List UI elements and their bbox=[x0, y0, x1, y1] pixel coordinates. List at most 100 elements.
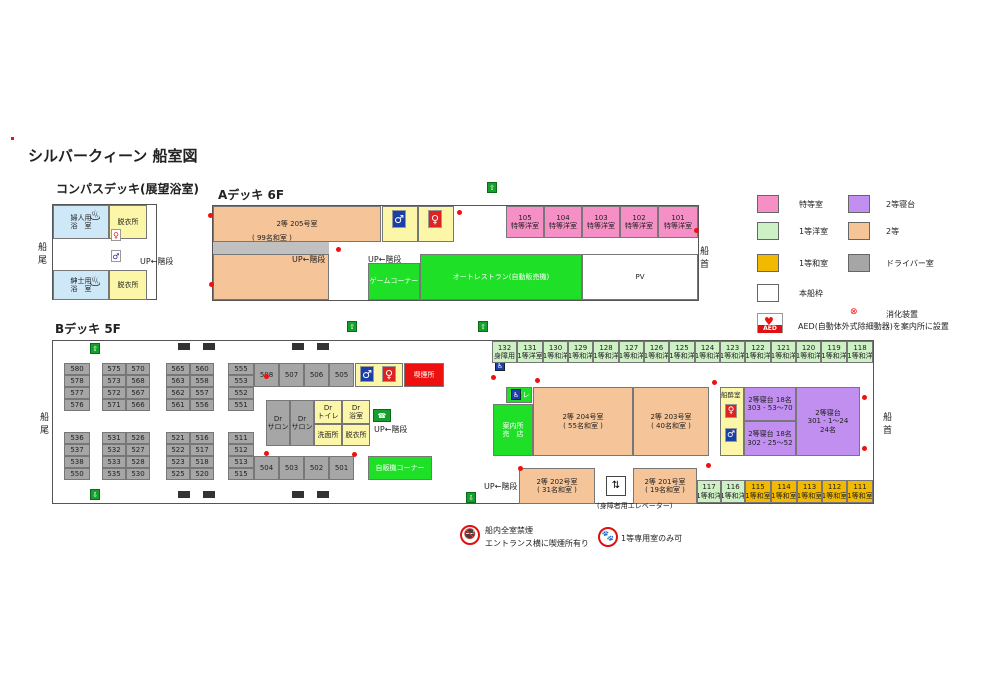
room-203-label: 2等 203号室 bbox=[650, 413, 692, 422]
room-578: 578 bbox=[64, 375, 90, 387]
room-525: 525 bbox=[166, 468, 190, 480]
b-deck-title: Bデッキ 5F bbox=[55, 322, 121, 336]
bunk-303: 2等寝台 18名 303 - 53〜70 bbox=[744, 387, 796, 421]
room-516: 516 bbox=[190, 432, 214, 444]
room-527: 527 bbox=[126, 444, 150, 456]
extinguisher-dot bbox=[336, 247, 341, 252]
room-565: 565 bbox=[166, 363, 190, 375]
legend-class2: 2等 bbox=[886, 227, 900, 236]
extinguisher-dot bbox=[862, 395, 867, 400]
b-stern-label: 船 尾 bbox=[40, 413, 50, 436]
room-503: 503 bbox=[279, 456, 304, 480]
room-205-label: 2等 205号室 bbox=[276, 219, 318, 228]
driver-rooms-col-top: 555 553 552 551 bbox=[228, 363, 254, 411]
exit-icon: ⇩ bbox=[90, 489, 100, 500]
legend-class2-swatch bbox=[848, 222, 870, 240]
room-518: 518 bbox=[190, 456, 214, 468]
no-pets-icon: 🐾 bbox=[598, 527, 618, 547]
room-533: 533 bbox=[102, 456, 126, 468]
legend-extinguisher: 消化装置 bbox=[886, 310, 918, 319]
room-560: 560 bbox=[190, 363, 214, 375]
door-block bbox=[178, 343, 190, 350]
room-201: 2等 201号室 ( 19名和室 ) bbox=[633, 468, 697, 504]
bunk-301: 2等寝台 301 - 1〜24 24名 bbox=[796, 387, 860, 456]
room-204: 2等 204号室 ( 55名和室 ) bbox=[533, 387, 633, 456]
info-desk: 案内所 売 店 bbox=[493, 404, 533, 456]
room-504: 504 bbox=[254, 456, 279, 480]
compass-up-stairs: UP←階段 bbox=[140, 257, 174, 266]
room-532: 532 bbox=[102, 444, 126, 456]
room-556: 556 bbox=[190, 399, 214, 411]
room-515: 515 bbox=[228, 468, 254, 480]
legend-special-swatch bbox=[757, 195, 779, 213]
driver-rooms-mid-bottom: 521 516 522 517 523 518 525 520 bbox=[166, 432, 216, 480]
bunk-302: 2等寝台 18名 302 - 25〜52 bbox=[744, 421, 796, 456]
seasick-room bbox=[720, 387, 744, 456]
room-551: 551 bbox=[228, 399, 254, 411]
room-202-label: 2等 202号室 bbox=[536, 477, 578, 486]
women-toilet-icon: ♀ bbox=[725, 404, 737, 418]
vending-corner: 自販機コーナー bbox=[368, 456, 432, 480]
b-bow-label: 船 首 bbox=[883, 413, 893, 436]
door-block bbox=[292, 343, 304, 350]
extinguisher-dot bbox=[712, 380, 717, 385]
compass-deck-title: コンパスデッキ(展望浴室) bbox=[56, 182, 199, 196]
extinguisher-dot bbox=[706, 463, 711, 468]
dr-salon-2: Dr サロン bbox=[290, 400, 314, 446]
legend-japanese1: 1等和室 bbox=[799, 259, 829, 268]
room-505: 505 bbox=[329, 363, 354, 387]
aed-icon-label: AED bbox=[758, 325, 782, 333]
room-571: 571 bbox=[102, 399, 126, 411]
men-toilet-icon: ♂ bbox=[725, 428, 737, 442]
extinguisher-dot bbox=[264, 451, 269, 456]
driver-rooms-row-top: 508 507 506 505 bbox=[254, 363, 354, 387]
driver-rooms-col-bottom: 511 512 513 515 bbox=[228, 432, 254, 480]
room-580: 580 bbox=[64, 363, 90, 375]
wheelchair-icon: ♿ bbox=[511, 389, 521, 400]
auto-restaurant: オートレストラン(自動販売機) bbox=[420, 254, 582, 300]
room-577: 577 bbox=[64, 387, 90, 399]
legend-frame: 本船枠 bbox=[799, 289, 823, 298]
room-517: 517 bbox=[190, 444, 214, 456]
dr-toilet: Dr トイレ bbox=[314, 400, 342, 424]
room-567: 567 bbox=[126, 387, 150, 399]
room-535: 535 bbox=[102, 468, 126, 480]
room-202: 2等 202号室 ( 31名和室 ) bbox=[519, 468, 595, 504]
room-531: 531 bbox=[102, 432, 126, 444]
room-204-sub: ( 55名和室 ) bbox=[563, 421, 603, 430]
legend-western1: 1等洋室 bbox=[799, 227, 829, 236]
smoking-area: 喫煙所 bbox=[404, 363, 444, 387]
legend-japanese1-swatch bbox=[757, 254, 779, 272]
extinguisher-dot bbox=[208, 213, 213, 218]
room-538: 538 bbox=[64, 456, 90, 468]
door-block bbox=[203, 343, 215, 350]
room-202-sub: ( 31名和室 ) bbox=[537, 486, 577, 494]
room-201-label: 2等 201号室 bbox=[644, 477, 686, 486]
room-530: 530 bbox=[126, 468, 150, 480]
legend-driver: ドライバー室 bbox=[886, 259, 934, 268]
a-deck-title: Aデッキ 6F bbox=[218, 188, 285, 202]
red-mark bbox=[11, 137, 14, 140]
women-toilet-icon: ♀ bbox=[428, 210, 442, 228]
elevator-label: (身障者用エレベーター) bbox=[597, 502, 673, 510]
room-555: 555 bbox=[228, 363, 254, 375]
legend-special: 特等室 bbox=[799, 200, 823, 209]
dr-bath: Dr 浴室 bbox=[342, 400, 370, 424]
room-201-sub: ( 19名和室 ) bbox=[645, 486, 685, 494]
legend-bunk2: 2等寝台 bbox=[886, 200, 916, 209]
